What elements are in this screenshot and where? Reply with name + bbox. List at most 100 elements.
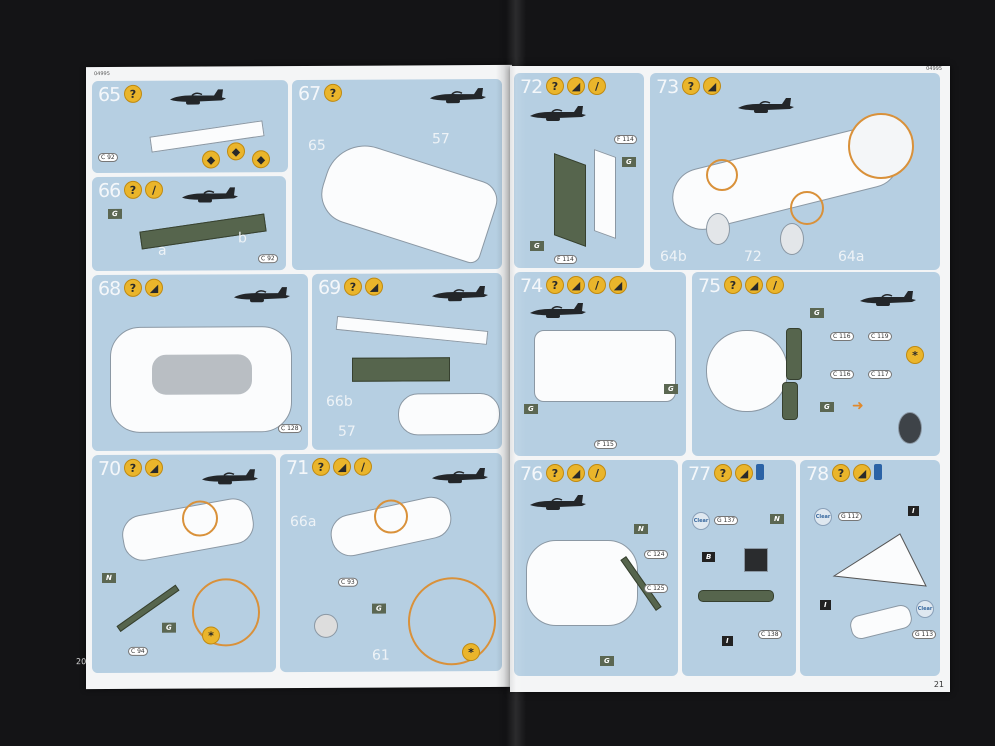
part-label: F 115 — [594, 440, 617, 449]
aircraft-silhouette-icon — [528, 105, 588, 127]
color-flag: G — [622, 157, 636, 167]
aircraft-silhouette-icon — [200, 468, 260, 490]
color-flag: G — [664, 384, 678, 394]
gunsight-part — [744, 548, 768, 572]
wing-part — [398, 392, 500, 436]
step-75-panel: 75 ?◢/ G C 116 C 119 C 116 C 117 G * ➜ — [692, 272, 940, 456]
detail-callout — [182, 500, 218, 537]
aircraft-silhouette-icon — [428, 87, 488, 109]
glue-icon: ◢ — [609, 276, 627, 294]
step-76-panel: 76 ?◢/ N C 124 C 125 G — [514, 460, 678, 676]
color-flag: N — [770, 514, 784, 524]
aircraft-silhouette-icon — [528, 302, 588, 324]
step-78-panel: 78 ?◢ Clear G 112 I I Clear G 113 — [800, 460, 940, 676]
paint-bottle-icon — [756, 464, 764, 480]
step-77-panel: 77 ?◢ Clear G 137 N B I C 138 — [682, 460, 796, 676]
gear-bay-part — [352, 357, 450, 382]
part-label: C 117 — [868, 370, 892, 379]
step-number: 71 — [286, 456, 309, 480]
part-label: F 114 — [614, 135, 637, 144]
color-flag: G — [108, 208, 122, 220]
arrow-icon: ➜ — [852, 398, 864, 414]
step-number: 66 — [98, 179, 121, 203]
step-number: 75 — [698, 275, 721, 297]
glue-icon: ◢ — [145, 458, 163, 477]
question-icon: ? — [682, 77, 700, 95]
color-flag: G — [530, 241, 544, 251]
question-icon: ? — [124, 278, 142, 297]
part-label: G 113 — [912, 630, 937, 639]
question-icon: ? — [344, 277, 362, 296]
part-number: 65 — [308, 137, 326, 154]
paint-bottle-icon — [874, 464, 882, 480]
part-label: G 112 — [838, 512, 863, 521]
aircraft-silhouette-icon — [736, 97, 796, 119]
kit-code: 04995 — [94, 70, 110, 78]
wheel-part — [314, 613, 338, 638]
paint-brush-icon: / — [588, 276, 606, 294]
color-flag: B — [702, 552, 716, 562]
part-letter: b — [238, 230, 247, 247]
step-number: 77 — [688, 463, 711, 485]
question-icon: ? — [124, 84, 142, 103]
step-number: 67 — [298, 82, 321, 106]
glue-icon: ◢ — [365, 277, 383, 296]
part-label: C 93 — [338, 577, 358, 587]
part-label: C 119 — [868, 332, 892, 341]
part-number: 66a — [290, 513, 317, 531]
glue-icon: ◢ — [745, 276, 763, 294]
glue-icon: ◆ — [252, 150, 270, 169]
step-number: 74 — [520, 275, 543, 297]
step-72-panel: 72 ?◢/ F 114 G G F 114 — [514, 73, 644, 268]
wheel-well-part — [706, 330, 788, 412]
aircraft-silhouette-icon — [528, 494, 588, 516]
part-label: C 94 — [128, 646, 148, 656]
aircraft-silhouette-icon — [858, 290, 918, 312]
aircraft-silhouette-icon — [430, 285, 490, 307]
glue-icon: ◢ — [567, 276, 585, 294]
kit-code: 04995 — [926, 66, 942, 72]
color-flag: I — [722, 636, 733, 646]
wheel-part — [898, 412, 922, 444]
glue-icon: ◆ — [227, 142, 245, 161]
question-icon: ? — [324, 83, 342, 102]
part-number: 64b — [660, 249, 687, 265]
wheel-part — [706, 213, 730, 245]
question-icon: ? — [312, 457, 330, 476]
color-flag: I — [820, 600, 831, 610]
paint-brush-icon: / — [588, 464, 606, 482]
step-number: 70 — [98, 457, 121, 481]
aircraft-silhouette-icon — [168, 88, 228, 110]
page-number: 21 — [933, 680, 944, 689]
step-70-panel: 70 ?◢ N G C 94 * — [92, 454, 276, 674]
part-label: C 92 — [258, 254, 278, 264]
step-number: 68 — [98, 277, 121, 301]
color-flag: G — [820, 402, 834, 412]
clear-paint-icon: Clear — [916, 600, 934, 618]
wing-part — [335, 315, 489, 345]
part-label: C 116 — [830, 332, 854, 341]
step-71-panel: 71 ?◢/ 66a C 93 G 61 * — [280, 452, 502, 673]
detail-callout — [848, 113, 914, 179]
part-label: C 138 — [758, 630, 782, 639]
question-icon: ? — [546, 77, 564, 95]
part-label: C 128 — [278, 423, 302, 434]
paint-brush-icon: / — [354, 457, 372, 476]
wheel-well-part — [526, 540, 638, 626]
step-73-panel: 73 ?◢ 64b 72 64a — [650, 73, 940, 270]
canopy-part — [848, 602, 914, 642]
clear-paint-icon: Clear — [692, 512, 710, 530]
fuselage-part — [313, 135, 502, 266]
wheel-part — [780, 223, 804, 255]
canopy-part — [832, 533, 927, 587]
part-number: 57 — [338, 423, 356, 440]
color-flag: G — [524, 404, 538, 414]
gear-bay-part — [534, 330, 676, 402]
color-flag: N — [102, 572, 116, 584]
part-number: 66b — [326, 393, 353, 410]
gear-door-part — [554, 153, 586, 247]
glue-icon: ◢ — [333, 457, 351, 476]
detail-callout — [790, 191, 824, 225]
color-flag: G — [162, 622, 176, 633]
detail-callout — [408, 576, 496, 666]
